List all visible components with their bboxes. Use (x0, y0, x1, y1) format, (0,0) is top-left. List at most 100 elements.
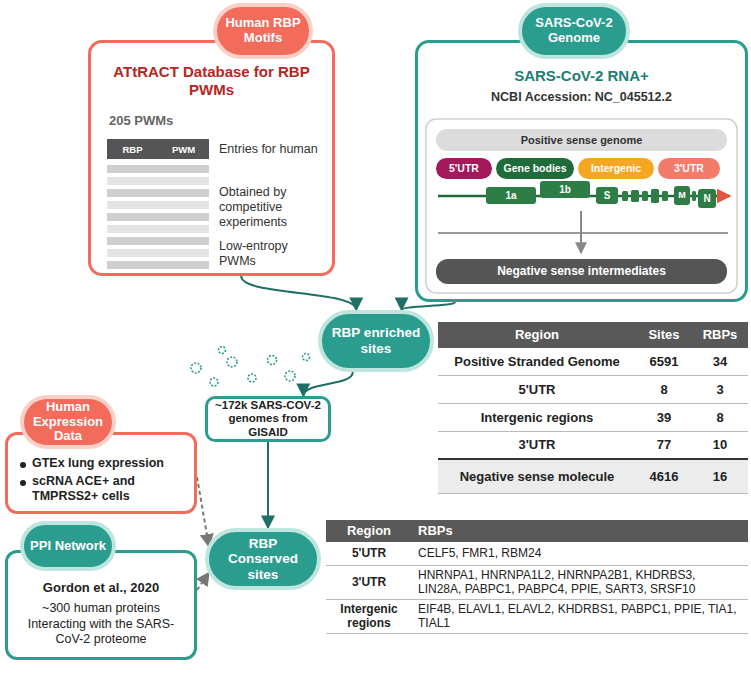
node-label: 1b (555, 184, 575, 196)
node-label: RBP enriched sites (322, 325, 430, 356)
flow-arrow (267, 442, 269, 528)
table-cell: 34 (692, 348, 748, 376)
table-cell: 5'UTR (438, 376, 636, 404)
column-head: RBP (107, 139, 158, 159)
table-header-cell: RBPs (692, 322, 748, 348)
region-tag: 3'UTR (658, 158, 720, 179)
database-name: ATtRACT Database for RBP PWMs (99, 63, 324, 99)
sites-table: RegionSitesRBPsPositive Stranded Genome6… (438, 322, 748, 494)
source-panel: PPI NetworkGordon et al., 2020~300 human… (5, 550, 197, 660)
node-label: 5'UTR (445, 162, 483, 174)
genome-bar: Positive sense genome (436, 129, 727, 151)
node-label: 1a (501, 190, 520, 202)
flow-arrow (303, 372, 353, 396)
table-row (107, 261, 209, 269)
gene-block: S (596, 187, 618, 204)
node-label: S (600, 190, 615, 202)
dashed-arrow (197, 477, 209, 546)
description: ~300 human proteins Interacting with the… (16, 601, 186, 648)
table-cell: 3'UTR (438, 432, 636, 460)
node-label: Gene bodies (499, 162, 570, 174)
table-cell: CELF5, FMR1, RBM24 (412, 542, 748, 566)
table-header: RBPPWM (107, 139, 209, 159)
region-tag: Intergenic (578, 158, 654, 179)
table-cell: 5'UTR (326, 542, 412, 566)
bullet-item: scRNA ACE+ and TMPRSS2+ cells (32, 474, 192, 504)
count-note: 205 PWMs (109, 113, 173, 128)
transcription-arrow (580, 211, 582, 253)
data-box: ~172k SARS-COV-2 genomes from GISAID (205, 396, 331, 442)
inner-frame (426, 119, 737, 293)
region-tag: Gene bodies (496, 158, 574, 179)
table-header-cell: Sites (636, 322, 692, 348)
panel-title: SARS-CoV-2 Genome (518, 3, 630, 59)
table-cell: 39 (636, 404, 692, 432)
filter-note: Low-entropy PWMs (219, 239, 327, 269)
table-row (107, 189, 209, 197)
table-row (107, 249, 209, 257)
panel-title: Human RBP Motifs (213, 3, 313, 59)
table-header-cell: Region (326, 520, 412, 542)
table-cell: 77 (636, 432, 692, 460)
panel-title: Human Expression Data (20, 395, 116, 449)
dashed-arrow (197, 573, 209, 590)
source-panel: Positive sense genome 5'UTR Gene bodies Int… (415, 40, 748, 302)
table-cell: HNRNPA1, HNRNPA1L2, HNRNPA2B1, KHDRBS3, … (412, 566, 748, 600)
node-label: N (699, 193, 714, 205)
table-cell: Intergenic regions (438, 404, 636, 432)
table-cell: 16 (692, 460, 748, 494)
process-pill: RBP enriched sites (318, 310, 434, 372)
gene-block: 1a (486, 187, 536, 204)
panel-title: PPI Network (20, 521, 116, 571)
table-row (107, 201, 209, 209)
flow-arrow (402, 302, 455, 310)
flow-arrow (241, 276, 356, 310)
genome-name: SARS-CoV-2 RNA+ (418, 67, 745, 84)
table-cell: 8 (636, 376, 692, 404)
filter-note: Obtained by competitive experiments (219, 185, 327, 230)
table-cell: 3'UTR (326, 566, 412, 600)
gene-block: 1b (540, 181, 590, 198)
gene-block: M (674, 186, 690, 205)
bullet-dot (20, 480, 26, 486)
table-cell: 8 (692, 404, 748, 432)
filter-note: Entries for human (219, 142, 327, 157)
gene-block-small (651, 189, 659, 203)
table-cell: 6591 (636, 348, 692, 376)
node-label: RBP Conserved sites (209, 536, 317, 583)
table-row (107, 225, 209, 233)
table-row (107, 213, 209, 221)
node-label: M (674, 190, 690, 200)
genome-bar: Negative sense intermediates (436, 259, 727, 284)
region-tag: 5'UTR (436, 158, 492, 179)
gene-block-small (662, 191, 668, 201)
table-cell: EIF4B, ELAVL1, ELAVL2, KHDRBS1, PABPC1, … (412, 600, 748, 634)
citation: Gordon et al., 2020 (8, 580, 194, 595)
table-cell: 3 (692, 376, 748, 404)
gene-block-small (631, 190, 639, 202)
table-row (107, 237, 209, 245)
gene-block: N (698, 189, 716, 208)
node-label: 3'UTR (670, 162, 708, 174)
bullet-dot (20, 462, 26, 468)
gene-block-small (642, 191, 648, 201)
table-cell: Positive Stranded Genome (438, 348, 636, 376)
table-header-cell: Region (438, 322, 636, 348)
gene-block-small (692, 191, 696, 201)
node-label: Negative sense intermediates (493, 265, 670, 279)
node-label: Intergenic (587, 162, 645, 174)
conserved-table: RegionRBPs5'UTRCELF5, FMR1, RBM243'UTRHN… (326, 520, 748, 634)
node-label: ~172k SARS-COV-2 genomes from GISAID (208, 399, 328, 439)
table-cell: 10 (692, 432, 748, 460)
table-row (107, 177, 209, 185)
gene-block-small (622, 191, 628, 201)
table-cell: Negative sense molecule (438, 460, 636, 494)
source-panel: RBPPWMHuman RBP MotifsATtRACT Database f… (88, 40, 335, 276)
process-pill: RBP Conserved sites (205, 528, 321, 590)
accession: NCBI Accession: NC_045512.2 (418, 90, 745, 104)
separator-line (438, 232, 728, 234)
source-panel: Human Expression DataGTEx lung expressio… (5, 432, 197, 514)
virus-icons (191, 347, 310, 387)
table-row (107, 165, 209, 173)
table-cell: 4616 (636, 460, 692, 494)
